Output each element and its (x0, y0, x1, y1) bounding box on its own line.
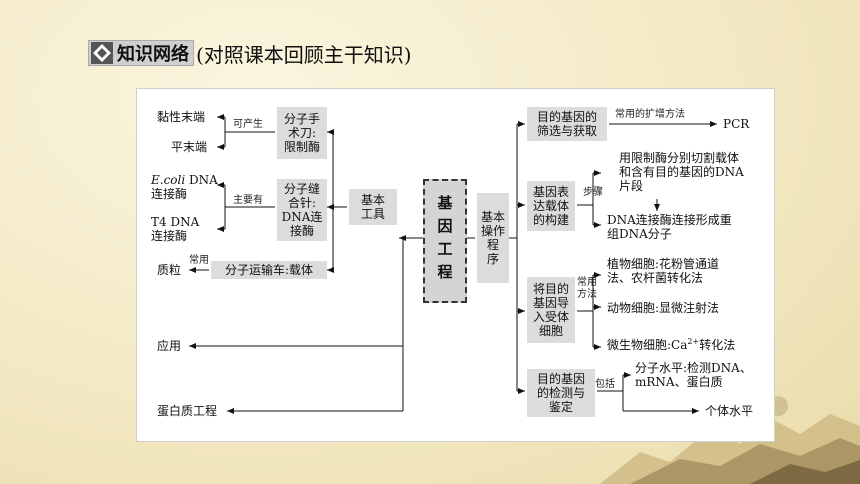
cut-with-enzymes-text: 用限制酶分别切割载体 和含有目的基因的DNA 片段 (619, 151, 744, 193)
individual-level-text: 个体水平 (705, 404, 754, 418)
header-badge: 知识网络 (88, 40, 194, 66)
basic-tools-box: 基本 工具 (349, 189, 397, 225)
edge-label-steps: 步骤 (583, 187, 603, 198)
step1-box: 目的基因的 筛选与获取 (527, 107, 607, 141)
mountain-decoration (600, 396, 860, 484)
header-subtitle: (对照课本回顾主干知识) (196, 42, 412, 67)
application-label: 应用 (157, 339, 182, 353)
edge-label-methods: 常用 方法 (577, 277, 597, 300)
t4-ligase-label: T4 DNA 连接酶 (151, 215, 200, 243)
microbe-cell-text: 微生物细胞:Ca2+转化法 (607, 335, 735, 352)
sticky-end-label: 黏性末端 (157, 110, 206, 124)
plasmid-label: 质粒 (157, 263, 182, 277)
step2-box: 基因表 达载体 的构建 (527, 181, 575, 231)
calcium-charge: 2+ (687, 337, 700, 346)
protein-engineering-label: 蛋白质工程 (157, 404, 218, 418)
connector-lines (189, 114, 717, 414)
edge-label-amplify: 常用的扩增方法 (615, 109, 685, 120)
diamond-icon (91, 42, 113, 64)
plant-cell-text: 植物细胞:花粉管通道 法、农杆菌转化法 (607, 257, 720, 285)
edge-label-common: 常用 (189, 255, 209, 266)
section-header: 知识网络 (对照课本回顾主干知识) (88, 38, 412, 68)
edge-label-includes: 包括 (595, 379, 615, 390)
animal-cell-text: 动物细胞:显微注射法 (607, 301, 720, 315)
step3-box: 将目的 基因导 入受体 细胞 (527, 277, 575, 343)
core-node-genetic-engineering: 基因工程 (423, 179, 467, 303)
edge-label-produces: 可产生 (233, 119, 263, 130)
restriction-enzyme-box: 分子手 术刀: 限制酶 (277, 107, 327, 159)
header-title: 知识网络 (117, 44, 189, 65)
vector-box: 分子运输车:载体 (211, 261, 327, 279)
ecoli-rest: DNA 连接酶 (151, 173, 218, 201)
ecoli-ligase-label: E.coli DNA 连接酶 (151, 173, 218, 201)
basic-procedure-box: 基本 操作程 序 (477, 193, 509, 283)
knowledge-map-panel: 基因工程 基本 工具 分子手 术刀: 限制酶 可产生 黏性末端 平末端 分子缝 … (136, 88, 775, 442)
microbe-b: 转化法 (699, 338, 736, 352)
ligate-recombinant-text: DNA连接酶连接形成重 组DNA分子 (607, 213, 732, 241)
ecoli-italic: E.coli (151, 173, 186, 187)
pcr-label: PCR (723, 117, 750, 131)
molecular-level-text: 分子水平:检测DNA、 mRNA、蛋白质 (635, 361, 752, 389)
step4-box: 目的基因 的检测与 鉴定 (527, 369, 595, 417)
microbe-a: 微生物细胞:Ca (607, 338, 688, 352)
blunt-end-label: 平末端 (171, 140, 208, 154)
dna-ligase-box: 分子缝 合针: DNA连 接酶 (277, 179, 327, 241)
edge-label-mainly: 主要有 (233, 195, 263, 206)
